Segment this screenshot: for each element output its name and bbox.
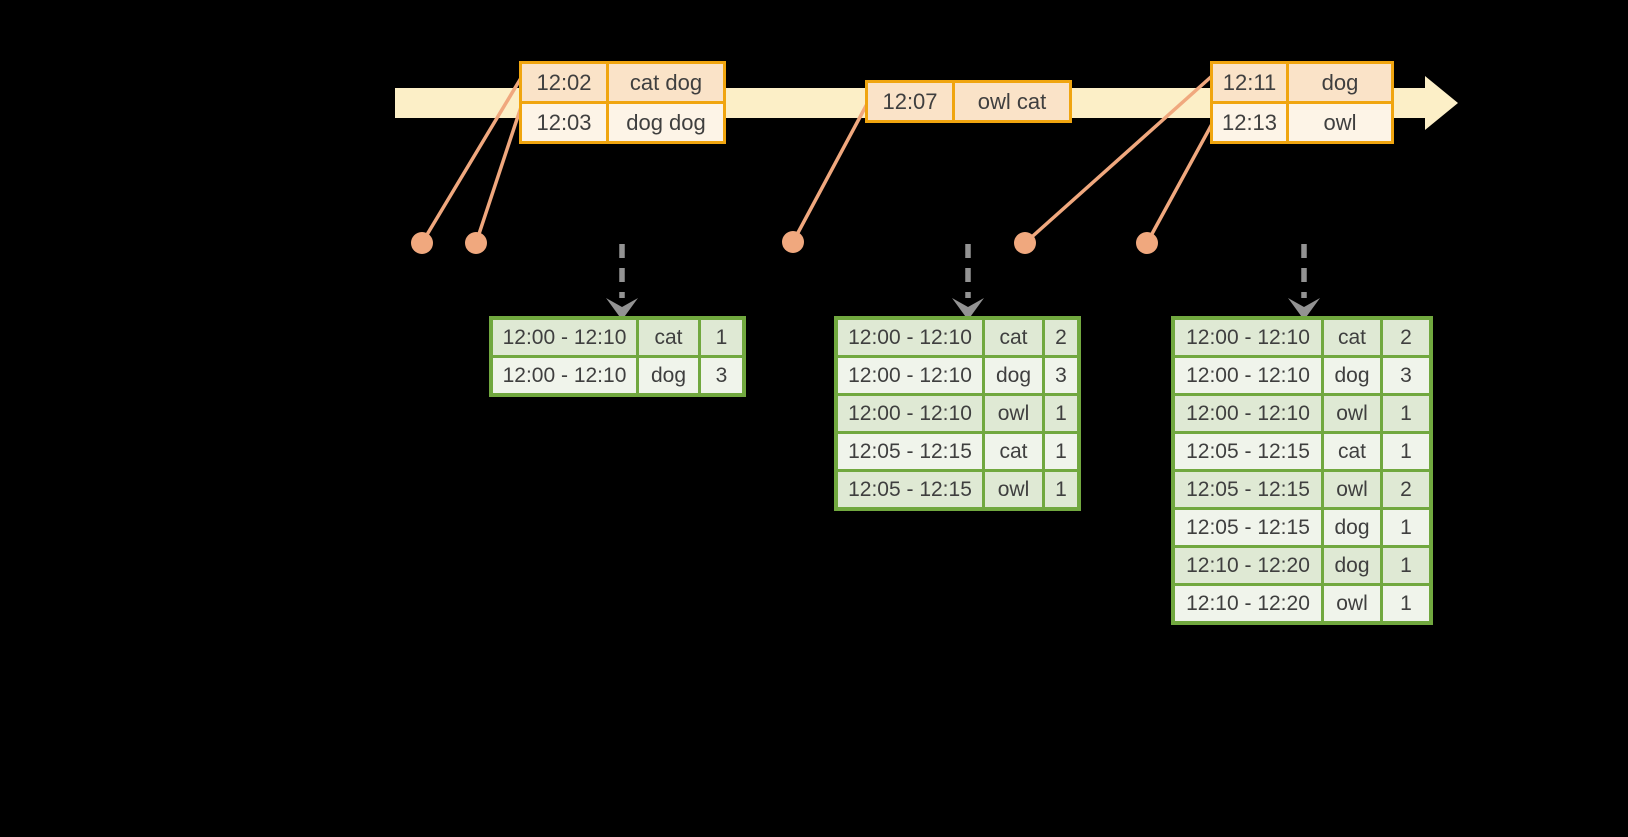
trigger-arrows	[606, 244, 1320, 320]
event-markers	[411, 231, 1158, 254]
result-table-row: 12:05 - 12:15 cat 1	[1175, 434, 1429, 469]
result-word-cell: cat	[1324, 434, 1380, 469]
result-table-1: 12:00 - 12:10 cat 1 12:00 - 12:10 dog 3	[489, 316, 746, 397]
result-table-row: 12:05 - 12:15 dog 1	[1175, 510, 1429, 545]
event-table-row: 12:03 dog dog	[522, 104, 723, 141]
event-table-1: 12:02 cat dog 12:03 dog dog	[519, 61, 726, 144]
event-line	[791, 103, 869, 243]
result-table-row: 12:00 - 12:10 owl 1	[838, 396, 1077, 431]
result-table-row: 12:00 - 12:10 dog 3	[838, 358, 1077, 393]
result-window-cell: 12:00 - 12:10	[493, 320, 636, 355]
result-word-cell: owl	[985, 396, 1042, 431]
event-line	[420, 77, 523, 244]
result-table-3: 12:00 - 12:10 cat 2 12:00 - 12:10 dog 3 …	[1171, 316, 1433, 625]
result-word-cell: owl	[1324, 472, 1380, 507]
result-window-cell: 12:00 - 12:10	[1175, 320, 1321, 355]
result-word-cell: cat	[1324, 320, 1380, 355]
result-table-row: 12:00 - 12:10 owl 1	[1175, 396, 1429, 431]
event-marker-dot-icon	[782, 231, 804, 253]
result-word-cell: owl	[1324, 396, 1380, 431]
result-count-cell: 3	[701, 358, 742, 393]
result-word-cell: owl	[1324, 586, 1380, 621]
result-word-cell: dog	[985, 358, 1042, 393]
event-table-2: 12:07 owl cat	[865, 80, 1072, 123]
result-window-cell: 12:05 - 12:15	[838, 434, 982, 469]
event-time-cell: 12:02	[522, 64, 606, 101]
result-table-row: 12:00 - 12:10 cat 1	[493, 320, 742, 355]
result-count-cell: 3	[1045, 358, 1077, 393]
dashed-down-arrowhead-icon	[952, 298, 984, 320]
event-marker-dot-icon	[411, 232, 433, 254]
result-count-cell: 1	[1383, 434, 1429, 469]
result-window-cell: 12:05 - 12:15	[1175, 472, 1321, 507]
event-table-row: 12:02 cat dog	[522, 64, 723, 101]
result-word-cell: cat	[985, 320, 1042, 355]
event-words-cell: owl cat	[955, 83, 1069, 120]
result-word-cell: owl	[985, 472, 1042, 507]
result-word-cell: dog	[1324, 358, 1380, 393]
result-word-cell: dog	[1324, 510, 1380, 545]
event-table-3: 12:11 dog 12:13 owl	[1210, 61, 1394, 144]
event-words-cell: owl	[1289, 104, 1391, 141]
result-table-row: 12:00 - 12:10 dog 3	[1175, 358, 1429, 393]
result-window-cell: 12:00 - 12:10	[838, 320, 982, 355]
result-window-cell: 12:10 - 12:20	[1175, 548, 1321, 583]
event-line	[474, 106, 523, 244]
event-marker-dot-icon	[1136, 232, 1158, 254]
result-count-cell: 1	[701, 320, 742, 355]
result-table-row: 12:05 - 12:15 cat 1	[838, 434, 1077, 469]
dashed-down-arrowhead-icon	[606, 298, 638, 320]
result-count-cell: 3	[1383, 358, 1429, 393]
result-window-cell: 12:00 - 12:10	[1175, 396, 1321, 431]
event-line	[1023, 74, 1214, 245]
event-table-row: 12:07 owl cat	[868, 83, 1069, 120]
event-marker-dot-icon	[1014, 232, 1036, 254]
event-time-cell: 12:13	[1213, 104, 1286, 141]
result-count-cell: 1	[1045, 434, 1077, 469]
result-count-cell: 2	[1383, 320, 1429, 355]
result-table-row: 12:10 - 12:20 owl 1	[1175, 586, 1429, 621]
result-window-cell: 12:00 - 12:10	[493, 358, 636, 393]
event-line	[1145, 123, 1214, 244]
result-window-cell: 12:05 - 12:15	[838, 472, 982, 507]
result-window-cell: 12:05 - 12:15	[1175, 434, 1321, 469]
result-count-cell: 1	[1383, 586, 1429, 621]
result-window-cell: 12:00 - 12:10	[838, 358, 982, 393]
result-word-cell: cat	[985, 434, 1042, 469]
result-window-cell: 12:00 - 12:10	[838, 396, 982, 431]
result-table-2: 12:00 - 12:10 cat 2 12:00 - 12:10 dog 3 …	[834, 316, 1081, 511]
result-count-cell: 2	[1045, 320, 1077, 355]
event-words-cell: dog dog	[609, 104, 723, 141]
result-count-cell: 1	[1045, 396, 1077, 431]
result-window-cell: 12:10 - 12:20	[1175, 586, 1321, 621]
result-table-row: 12:00 - 12:10 cat 2	[1175, 320, 1429, 355]
event-words-cell: dog	[1289, 64, 1391, 101]
event-words-cell: cat dog	[609, 64, 723, 101]
event-time-cell: 12:03	[522, 104, 606, 141]
result-word-cell: dog	[1324, 548, 1380, 583]
result-table-row: 12:10 - 12:20 dog 1	[1175, 548, 1429, 583]
result-word-cell: cat	[639, 320, 698, 355]
result-count-cell: 1	[1383, 548, 1429, 583]
result-count-cell: 1	[1383, 510, 1429, 545]
event-table-row: 12:13 owl	[1213, 104, 1391, 141]
result-table-row: 12:05 - 12:15 owl 2	[1175, 472, 1429, 507]
event-time-cell: 12:07	[868, 83, 952, 120]
result-table-row: 12:05 - 12:15 owl 1	[838, 472, 1077, 507]
result-window-cell: 12:05 - 12:15	[1175, 510, 1321, 545]
result-count-cell: 1	[1383, 396, 1429, 431]
result-word-cell: dog	[639, 358, 698, 393]
timeline-right-arrow-icon	[1425, 76, 1458, 130]
result-count-cell: 2	[1383, 472, 1429, 507]
result-table-row: 12:00 - 12:10 cat 2	[838, 320, 1077, 355]
result-window-cell: 12:00 - 12:10	[1175, 358, 1321, 393]
dashed-down-arrowhead-icon	[1288, 298, 1320, 320]
event-table-row: 12:11 dog	[1213, 64, 1391, 101]
result-table-row: 12:00 - 12:10 dog 3	[493, 358, 742, 393]
result-count-cell: 1	[1045, 472, 1077, 507]
event-time-cell: 12:11	[1213, 64, 1286, 101]
event-connector-lines	[420, 74, 1214, 245]
event-marker-dot-icon	[465, 232, 487, 254]
